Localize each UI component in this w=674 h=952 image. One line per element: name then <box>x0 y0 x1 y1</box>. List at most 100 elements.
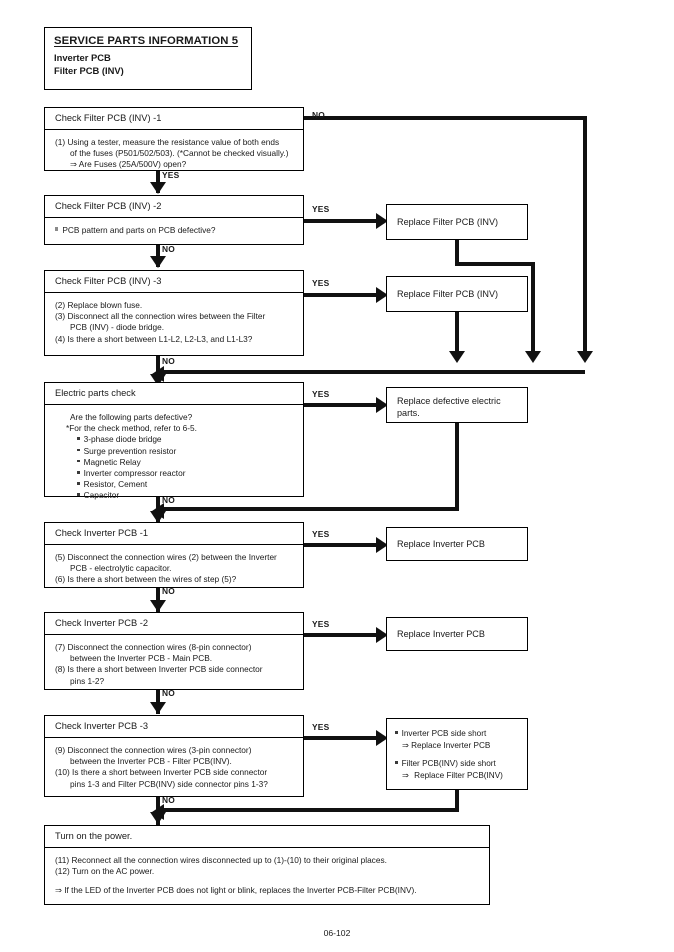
body-line: (9) Disconnect the connection wires (3-p… <box>55 745 252 755</box>
node-header: Check Filter PCB (INV) -1 <box>45 108 303 130</box>
bullet-icon <box>77 470 80 474</box>
result-text: Replace defective electric <box>397 396 501 406</box>
label-yes: YES <box>312 619 330 629</box>
connector-yes-3-h <box>304 293 380 297</box>
connector-yes-7-h <box>304 736 380 740</box>
body-line: of the fuses (P501/502/503). (*Cannot be… <box>70 148 289 159</box>
node-header: Check Inverter PCB -2 <box>45 613 303 635</box>
body-line: (2) Replace blown fuse. <box>55 300 143 310</box>
node-body: Are the following parts defective? *For … <box>45 405 303 508</box>
body-line: ⇒ Are Fuses (25A/500V) open? <box>70 159 187 170</box>
node-header: Electric parts check <box>45 383 303 405</box>
result-text: Inverter PCB side short <box>401 729 487 738</box>
bullet-icon <box>77 448 80 452</box>
result-text: Replace Inverter PCB <box>397 629 485 639</box>
merge-bar-1 <box>160 370 585 374</box>
connector-res-b-arrow <box>449 351 465 363</box>
connector-yes-4-h <box>304 403 380 407</box>
node-header: Check Inverter PCB -3 <box>45 716 303 738</box>
node-check-inverter-pcb-3: Check Inverter PCB -3 (9) Disconnect the… <box>44 715 304 797</box>
body-line: (1) Using a tester, measure the resistan… <box>55 137 280 147</box>
body-line: pins 1-2? <box>70 675 105 686</box>
connector-yes-5-arrow <box>376 537 388 553</box>
node-body: (5) Disconnect the connection wires (2) … <box>45 545 303 592</box>
connector-yes-2-h <box>304 219 380 223</box>
body-line: pins 1-3 and Filter PCB(INV) side connec… <box>70 778 268 789</box>
label-no: NO <box>162 356 175 366</box>
body-line: PCB (INV) - diode bridge. <box>70 322 165 333</box>
label-no: NO <box>162 795 175 805</box>
bullet-icon <box>395 760 398 764</box>
connector-no-2-arrow <box>150 256 166 268</box>
body-line: between the Inverter PCB - Filter PCB(IN… <box>70 756 232 767</box>
result-text: Replace Filter PCB (INV) <box>397 217 499 227</box>
body-line: between the Inverter PCB - Main PCB. <box>70 653 213 664</box>
node-turn-on-the-power: Turn on the power. (11) Reconnect all th… <box>44 825 490 905</box>
body-line: 3-phase diode bridge <box>83 434 162 445</box>
result-replace-filter-pcb-b: Replace Filter PCB (INV) <box>386 276 528 312</box>
node-check-filter-pcb-2: Check Filter PCB (INV) -2 PCB pattern an… <box>44 195 304 245</box>
node-body: PCB pattern and parts on PCB defective? <box>45 218 303 242</box>
body-line: Magnetic Relay <box>83 456 141 467</box>
bullet-icon <box>77 437 80 440</box>
node-electric-parts-check: Electric parts check Are the following p… <box>44 382 304 500</box>
body-line: PCB pattern and parts on PCB defective? <box>62 225 216 235</box>
bullet-icon <box>395 730 398 734</box>
result-replace-filter-pcb-a: Replace Filter PCB (INV) <box>386 204 528 240</box>
body-line: *For the check method, refer to 6-5. <box>66 423 197 434</box>
body-line: (4) Is there a short between L1-L2, L2-L… <box>55 333 253 344</box>
connector-no-5-arrow <box>150 600 166 612</box>
title-subject-1: Inverter PCB <box>54 52 111 63</box>
result-text: ⇒ <box>402 770 409 780</box>
label-yes: YES <box>312 278 330 288</box>
label-yes: YES <box>312 722 330 732</box>
result-text: Replace Inverter PCB <box>397 539 485 549</box>
body-line: (7) Disconnect the connection wires (8-p… <box>55 642 252 652</box>
connector-yes-2-arrow <box>376 213 388 229</box>
body-line: Capacitor <box>83 490 120 501</box>
connector-yes-6-arrow <box>376 627 388 643</box>
merge-bar-3 <box>160 808 459 812</box>
node-check-inverter-pcb-1: Check Inverter PCB -1 (5) Disconnect the… <box>44 522 304 588</box>
connector-res-b-v <box>455 312 459 358</box>
label-no: NO <box>162 688 175 698</box>
page-title: SERVICE PARTS INFORMATION 5 <box>54 35 239 47</box>
node-body: (9) Disconnect the connection wires (3-p… <box>45 738 303 796</box>
node-header: Check Filter PCB (INV) -2 <box>45 196 303 218</box>
node-header: Check Inverter PCB -1 <box>45 523 303 545</box>
result-short-diagnosis: Inverter PCB side short ⇒ Replace Invert… <box>386 718 528 790</box>
result-replace-defective-electric-parts: Replace defective electric parts. <box>386 387 528 423</box>
label-no: NO <box>162 495 175 505</box>
result-replace-inverter-pcb-b: Replace Inverter PCB <box>386 617 528 651</box>
connector-no-7-v <box>156 797 160 825</box>
node-body: (7) Disconnect the connection wires (8-p… <box>45 635 303 693</box>
connector-no-3-v <box>156 356 160 386</box>
body-line: (10) Is there a short between Inverter P… <box>55 767 268 778</box>
result-text: Replace Filter PCB(INV) <box>414 770 503 780</box>
label-yes: YES <box>312 389 330 399</box>
bullet-icon <box>77 493 80 496</box>
body-line: (8) Is there a short between Inverter PC… <box>55 664 263 675</box>
connector-res-c-v <box>455 423 459 511</box>
title-block: SERVICE PARTS INFORMATION 5 Inverter PCB… <box>44 27 252 90</box>
node-header: Check Filter PCB (INV) -3 <box>45 271 303 293</box>
connector-no-4-arrow <box>150 511 166 523</box>
node-header: Turn on the power. <box>45 826 489 848</box>
label-yes: YES <box>312 204 330 214</box>
node-check-filter-pcb-1: Check Filter PCB (INV) -1 (1) Using a te… <box>44 107 304 171</box>
connector-res-a-v1 <box>455 240 459 266</box>
node-body: (2) Replace blown fuse. (3) Disconnect a… <box>45 293 303 351</box>
label-no: NO <box>162 586 175 596</box>
page-footer: 06-102 <box>323 928 351 938</box>
body-line: (12) Turn on the AC power. <box>55 866 155 877</box>
connector-res-a-v2 <box>531 262 535 358</box>
connector-no-1-arrow <box>577 351 593 363</box>
body-line: (5) Disconnect the connection wires (2) … <box>55 552 277 562</box>
bullet-icon <box>55 227 59 231</box>
node-check-filter-pcb-3: Check Filter PCB (INV) -3 (2) Replace bl… <box>44 270 304 356</box>
label-yes: YES <box>162 170 180 180</box>
bullet-icon <box>77 482 80 485</box>
connector-yes-1-arrow <box>150 182 166 194</box>
body-line: Surge prevention resistor <box>83 445 177 456</box>
